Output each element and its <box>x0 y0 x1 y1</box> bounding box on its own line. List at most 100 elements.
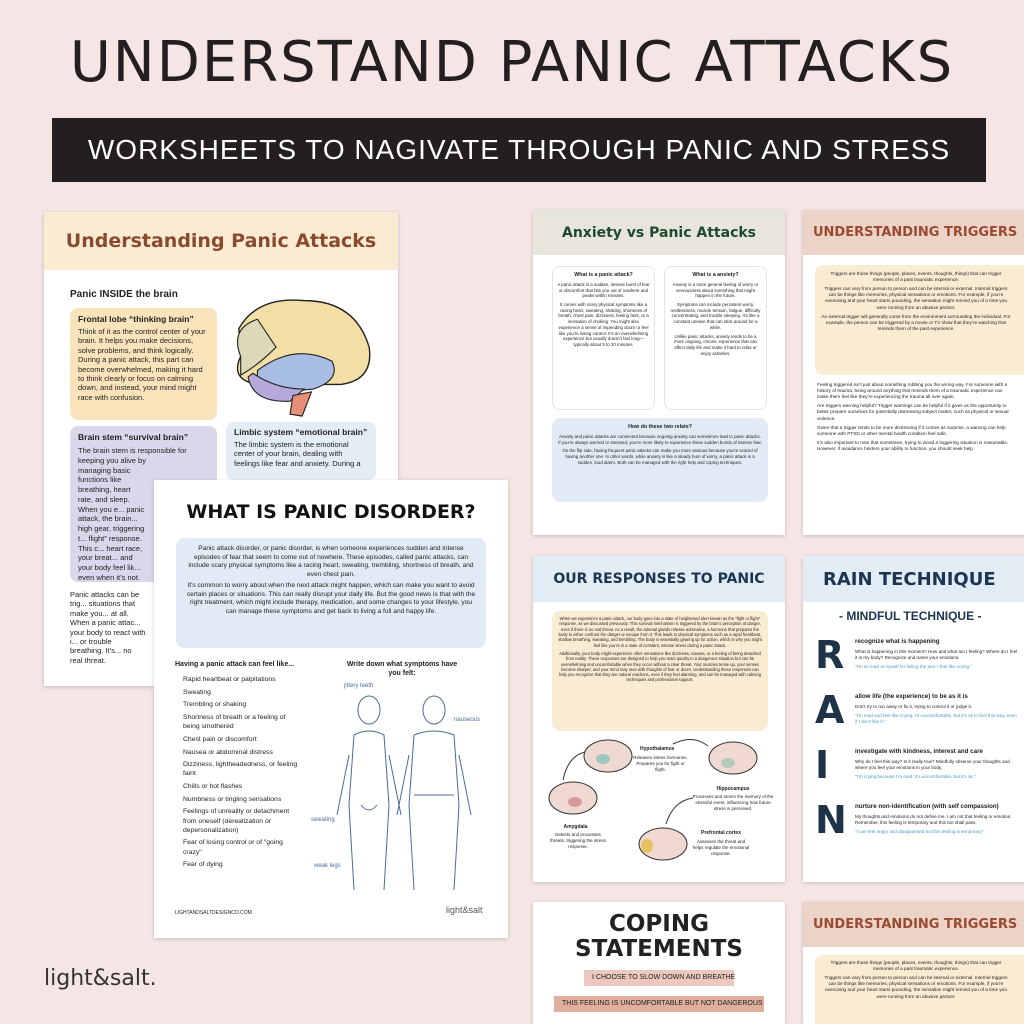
symptom-item: Trembling or shaking <box>183 701 247 709</box>
worksheet-understanding-triggers-2: UNDERSTANDING TRIGGERS Triggers are thos… <box>803 902 1024 1024</box>
amygdala-label: Amygdala <box>563 824 588 830</box>
symptom-item: Fear of dying <box>183 861 223 869</box>
intro-box: Panic attack disorder, or panic disorder… <box>176 538 486 648</box>
rain-step-quote: "I can feel angry and disappointed but t… <box>855 829 984 834</box>
title-line-1: COPING <box>609 911 709 937</box>
box-content: Triggers are those things (people, place… <box>821 960 1011 1003</box>
amygdala-desc: Detects and processes threats, triggerin… <box>550 832 606 849</box>
hypothalamus-label: Hypothalamus <box>640 746 675 752</box>
intro-paragraph-2: It’s common to worry about when the next… <box>186 582 476 615</box>
responses-text-box: When we experience a panic attack, our b… <box>552 611 768 731</box>
rain-step-quote: "I'm mad and feel like crying. I'm uncom… <box>855 713 1017 724</box>
body-text: It’s also important to note that sometim… <box>817 439 1009 451</box>
rain-letter: R <box>815 633 845 677</box>
relation-text: On the flip side, having frequent panic … <box>562 448 758 465</box>
rain-letter: N <box>815 798 847 842</box>
rain-step-title: nurture non-identification (with self co… <box>855 803 999 810</box>
symptom-list-title: Having a panic attack can feel like... <box>175 661 295 668</box>
rain-step-body: Why do I feel this way? Is it really tru… <box>855 759 1010 771</box>
write-down-title: Write down what symptoms have you felt: <box>346 661 458 678</box>
page-title: Understanding Panic Attacks <box>44 212 398 270</box>
prefrontal-label: Prefrontal cortex <box>700 830 741 836</box>
rain-step: investigate with kindness, interest and … <box>855 748 1020 783</box>
brand-footer: light&salt <box>446 905 483 915</box>
subtitle-banner: WORKSHEETS TO NAGIVATE THROUGH PANIC AND… <box>52 118 986 182</box>
symptom-item: Nausea or abdominal distress <box>183 748 273 756</box>
body-content: Feeling triggered isn’t just about somet… <box>817 382 1009 455</box>
worksheet-rain-technique: RAIN TECHNIQUE - MINDFUL TECHNIQUE - R r… <box>803 556 1024 882</box>
note-jittery-teeth: jittery teeth <box>344 683 374 689</box>
rain-step-title: recognize what is happening <box>855 638 940 645</box>
page-title: UNDERSTANDING TRIGGERS <box>803 210 1024 255</box>
page-subtitle: - MINDFUL TECHNIQUE - <box>839 609 982 623</box>
rain-letter: I <box>815 743 830 787</box>
title-line-2: STATEMENTS <box>575 936 743 963</box>
card-title: What is a anxiety? <box>692 272 739 278</box>
body-text: Are triggers warning helpful? Trigger wa… <box>817 403 1009 421</box>
card-content: What is a panic attack? A panic attack i… <box>557 272 650 351</box>
responses-p1: When we experience a panic attack, our b… <box>558 616 762 648</box>
card-text: Unlike panic attacks, anxiety tends to b… <box>674 333 757 356</box>
limbic-body: The limbic system is the emotional cente… <box>234 440 361 468</box>
responses-p2: Additionally, your body might experience… <box>559 650 761 683</box>
hypothalamus-desc: Releases stress hormones. Prepares you f… <box>633 755 688 772</box>
footer-text: Panic attacks can be trig... situations … <box>70 590 146 665</box>
rain-letter: A <box>815 688 845 732</box>
card-text: Anxiety is a more general feeling of wor… <box>672 281 759 299</box>
prefrontal-desc: Assesses the threat and helps regulate t… <box>692 839 750 856</box>
note-sweating: sweating <box>311 817 335 823</box>
rain-step-body: Don't try to run away or fix it, trying … <box>855 704 973 710</box>
body-text: Feeling triggered isn’t just about somet… <box>817 382 1008 400</box>
rain-step: nurture non-identification (with self co… <box>855 803 1020 838</box>
body-text: Given that a trigger tends to be more di… <box>817 424 1006 436</box>
box-text: An external trigger will generally come … <box>821 313 1011 331</box>
worksheet-our-responses-to-panic: OUR RESPONSES TO PANIC When we experienc… <box>533 556 785 882</box>
box-text: Triggers are those things (people, place… <box>830 960 1002 972</box>
symptom-item: Feelings of unreality or detachment from… <box>183 808 290 834</box>
card-text: Symptoms can include persistent worry, r… <box>670 302 761 330</box>
symptom-item: Fear of losing control or of "going craz… <box>183 839 283 856</box>
symptom-item: Sweating <box>183 688 211 696</box>
worksheet-anxiety-vs-panic: Anxiety vs Panic Attacks What is a panic… <box>533 210 785 535</box>
rain-step: recognize what is happening What is happ… <box>855 638 1020 673</box>
card-title: What is a panic attack? <box>574 272 633 278</box>
coping-statement: THIS FEELING IS UNCOMFORTABLE BUT NOT DA… <box>554 996 764 1013</box>
brain-cycle-diagram <box>548 739 758 861</box>
frontal-body: Think of it as the control center of you… <box>78 327 206 402</box>
brand-logo: light&salt. <box>44 966 157 991</box>
symptom-item: Shortness of breath or a feeling of bein… <box>183 714 286 731</box>
symptom-item: Numbness or tingling sensations <box>183 795 282 803</box>
intro-paragraph-1: Panic attack disorder, or panic disorder… <box>188 545 474 578</box>
symptom-item: Rapid heartbeat or palpitations <box>183 676 276 683</box>
triggers-intro-box: Triggers are those things (people, place… <box>815 265 1024 375</box>
rain-step-body: My thoughts and emotions do not define m… <box>855 814 1012 826</box>
page-title: OUR RESPONSES TO PANIC <box>533 556 785 602</box>
symptom-item: Chills or hot flashes <box>183 783 243 791</box>
frontal-title: Frontal lobe “thinking brain” <box>78 314 194 324</box>
worksheet-what-is-panic-disorder: WHAT IS PANIC DISORDER? Panic attack dis… <box>154 480 508 938</box>
relation-text: Anxiety and panic attacks are connected … <box>558 433 762 445</box>
card-content: What is a anxiety? Anxiety is a more gen… <box>669 272 762 360</box>
relation-content: How do these two relate? Anxiety and pan… <box>558 424 762 468</box>
stem-title: Brain stem “survival brain” <box>78 432 189 442</box>
relation-title: How do these two relate? <box>628 424 692 430</box>
rain-step: allow life (the experience) to be as it … <box>855 693 1020 728</box>
symptom-item: Chest pain or discomfort <box>183 735 257 743</box>
page-title: RAIN TECHNIQUE <box>803 556 1024 602</box>
box-text: Triggers are those things (people, place… <box>830 271 1002 283</box>
brain-illustration <box>236 299 371 417</box>
page-title: Anxiety vs Panic Attacks <box>533 210 785 255</box>
box-content: Triggers are those things (people, place… <box>821 271 1011 335</box>
stem-body-wrap: The brain stem is responsible for keepin… <box>78 446 210 685</box>
hippocampus-label: Hippocampus <box>716 786 750 792</box>
hippocampus-desc: Processes and stores the memory of the s… <box>692 794 774 811</box>
panic-attack-card: What is a panic attack? A panic attack i… <box>552 266 655 410</box>
limbic-title: Limbic system “emotional brain” <box>234 427 368 437</box>
section-heading: Panic INSIDE the brain <box>70 289 178 300</box>
rain-step-title: investigate with kindness, interest and … <box>855 748 983 755</box>
rain-step-body: What is happening in this moment? How an… <box>855 649 1018 661</box>
card-text: It comes with scary physical symptoms li… <box>558 302 649 348</box>
page-title: WHAT IS PANIC DISORDER? <box>186 501 476 523</box>
